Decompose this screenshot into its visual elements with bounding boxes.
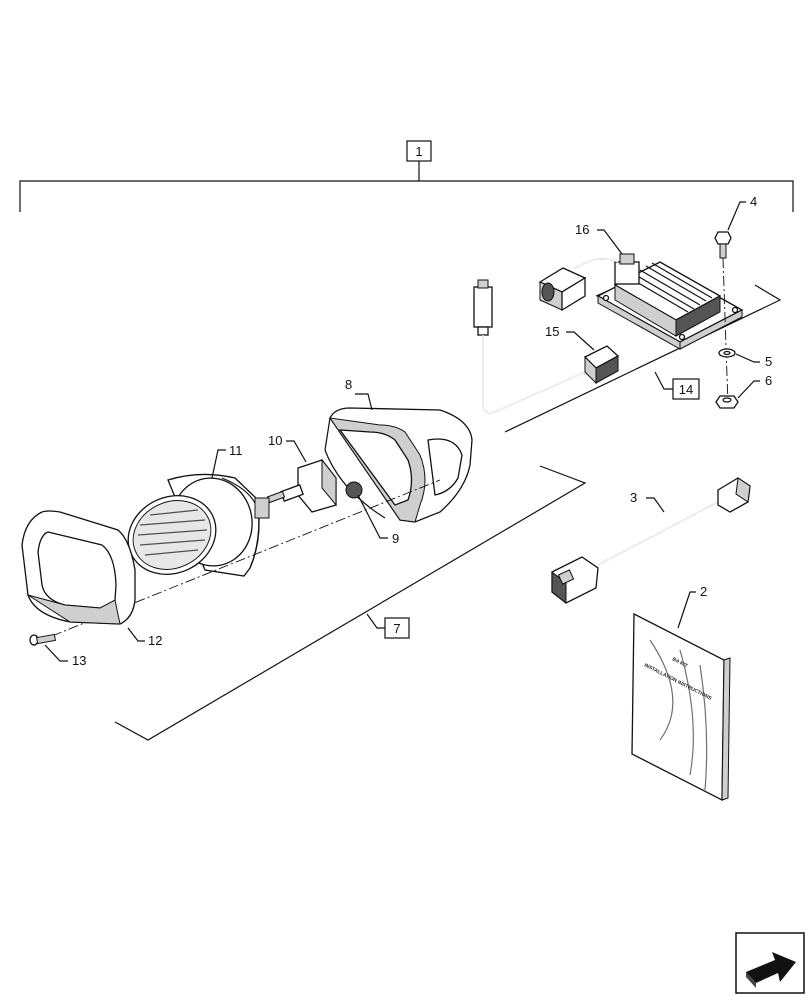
callout-13[interactable]: 13 — [72, 653, 86, 668]
callout-7[interactable]: 7 — [393, 621, 400, 636]
callout-16[interactable]: 16 — [575, 222, 589, 237]
callout-3[interactable]: 3 — [630, 490, 637, 505]
callout-15[interactable]: 15 — [545, 324, 559, 339]
callout-6[interactable]: 6 — [765, 373, 772, 388]
lamp-housing-8[interactable] — [324, 407, 473, 523]
callout-5[interactable]: 5 — [765, 354, 772, 369]
harness-3[interactable] — [551, 477, 751, 605]
group-bracket-1: 1 — [19, 140, 794, 212]
callout-1[interactable]: 1 — [415, 144, 422, 159]
callout-11[interactable]: 11 — [229, 443, 243, 458]
callout-14[interactable]: 14 — [679, 382, 693, 397]
nut-6[interactable] — [715, 395, 739, 409]
controller-module[interactable] — [596, 253, 744, 350]
bulb-socket-10[interactable] — [266, 458, 337, 513]
bolt-4[interactable] — [714, 231, 732, 259]
harness-15[interactable] — [473, 279, 620, 414]
bezel-12[interactable] — [21, 510, 136, 625]
callout-12[interactable]: 12 — [148, 633, 162, 648]
callout-9[interactable]: 9 — [392, 531, 399, 546]
callout-10[interactable]: 10 — [268, 433, 282, 448]
screw-13[interactable] — [29, 633, 56, 646]
callout-2[interactable]: 2 — [700, 584, 707, 599]
callout-4[interactable]: 4 — [750, 194, 757, 209]
next-page-arrow-icon[interactable] — [735, 932, 805, 994]
group-outline-14: 14 — [504, 284, 782, 433]
washer-5[interactable] — [718, 348, 736, 358]
callout-8[interactable]: 8 — [345, 377, 352, 392]
group-outline-7: 7 — [114, 465, 587, 741]
installation-manual-2[interactable]: BA KIT INSTALLATION INSTRUCTIONS — [631, 612, 731, 802]
lamp-lens[interactable] — [115, 482, 229, 589]
module-plug[interactable] — [538, 267, 587, 312]
